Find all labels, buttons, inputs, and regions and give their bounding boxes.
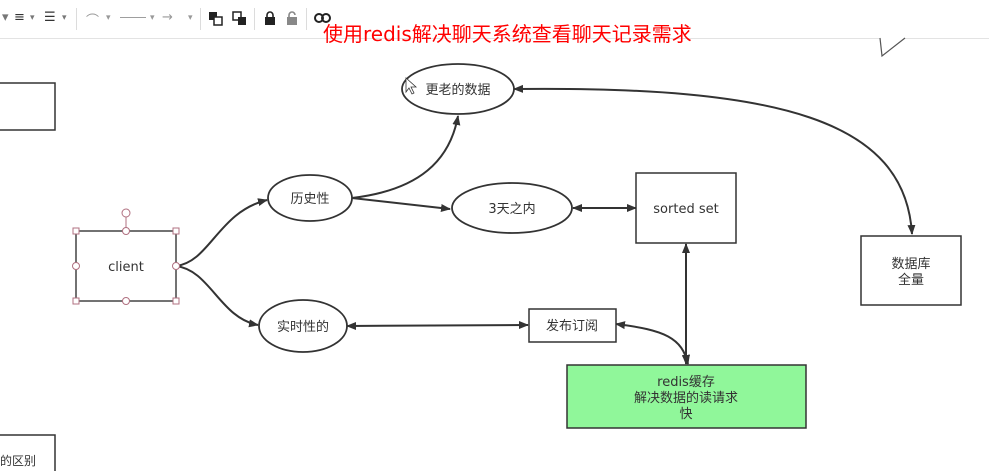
redis-cache-label-line2: 解决数据的读请求: [634, 390, 738, 406]
redis-cache-label-line1: redis缓存: [657, 375, 715, 390]
database-label-line1: 数据库: [891, 256, 930, 272]
connector-client-realtime[interactable]: [175, 265, 259, 328]
sorted-set-label: sorted set: [653, 202, 718, 217]
historical-label: 历史性: [290, 192, 329, 207]
partial-box-bottom-left[interactable]: [0, 434, 56, 471]
publish-subscribe-node[interactable]: 发布订阅: [528, 308, 617, 343]
chevron-down-icon[interactable]: ▾: [106, 13, 111, 23]
chevron-down-icon[interactable]: ▾: [30, 13, 35, 23]
toolbar-divider: [306, 8, 307, 30]
chevron-down-icon[interactable]: ▾: [150, 13, 155, 23]
database-node[interactable]: 数据库 全量: [860, 235, 962, 306]
lock-icon[interactable]: [264, 11, 276, 26]
toolbar-divider: [254, 8, 255, 30]
connector-older-data-database[interactable]: [513, 84, 916, 235]
sorted-set-node[interactable]: sorted set: [635, 172, 737, 244]
connector-historical-3days[interactable]: [351, 197, 451, 212]
redis-cache-label-line3: 快: [679, 407, 692, 422]
toolbar: ▾ ≡ ▾ ☰ ▾ ⌒ ▾ ―― ▾ → ▾: [0, 0, 989, 39]
link-icon[interactable]: [314, 12, 332, 24]
client-node[interactable]: client: [72, 208, 180, 305]
database-label-line2: 全量: [898, 272, 924, 288]
page-title: 使用redis解决聊天系统查看聊天记录需求: [323, 22, 692, 46]
to-front-icon[interactable]: [208, 11, 224, 27]
connector-client-historical[interactable]: [175, 198, 268, 267]
historical-node[interactable]: 历史性: [267, 174, 353, 222]
connector-historical-older-data[interactable]: [351, 115, 461, 199]
connector-pubsub-redis[interactable]: [615, 321, 690, 365]
within-3-days-label: 3天之内: [488, 201, 535, 217]
arrow-style-icon[interactable]: →: [162, 10, 173, 25]
connector-realtime-pubsub[interactable]: [346, 321, 529, 330]
curve-connector-icon[interactable]: ⌒: [86, 14, 100, 29]
redis-cache-node[interactable]: redis缓存 解决数据的读请求 快: [566, 364, 807, 429]
line-style-icon[interactable]: ――: [120, 10, 146, 25]
realtime-label: 实时性的: [277, 319, 329, 335]
realtime-node[interactable]: 实时性的: [258, 299, 348, 353]
client-label: client: [108, 260, 144, 275]
partial-box-top-left[interactable]: [0, 82, 56, 131]
chevron-down-icon[interactable]: ▾: [62, 13, 67, 23]
dropdown-arrow-icon[interactable]: ▾: [2, 10, 9, 25]
within-3-days-node[interactable]: 3天之内: [451, 182, 573, 234]
unlock-icon[interactable]: [286, 11, 298, 26]
partial-box-label: 的区别: [0, 453, 36, 468]
chevron-down-icon[interactable]: ▾: [188, 13, 193, 23]
older-data-label: 更老的数据: [425, 82, 490, 98]
toolbar-divider: [76, 8, 77, 30]
older-data-node[interactable]: 更老的数据: [401, 63, 515, 115]
partial-shape-top-right[interactable]: [879, 37, 906, 58]
mouse-cursor-icon: [405, 77, 418, 95]
to-back-icon[interactable]: [232, 11, 248, 27]
toolbar-divider: [200, 8, 201, 30]
publish-subscribe-label: 发布订阅: [546, 318, 598, 334]
align-icon[interactable]: ≡: [14, 10, 25, 25]
line-spacing-icon[interactable]: ☰: [44, 10, 56, 25]
